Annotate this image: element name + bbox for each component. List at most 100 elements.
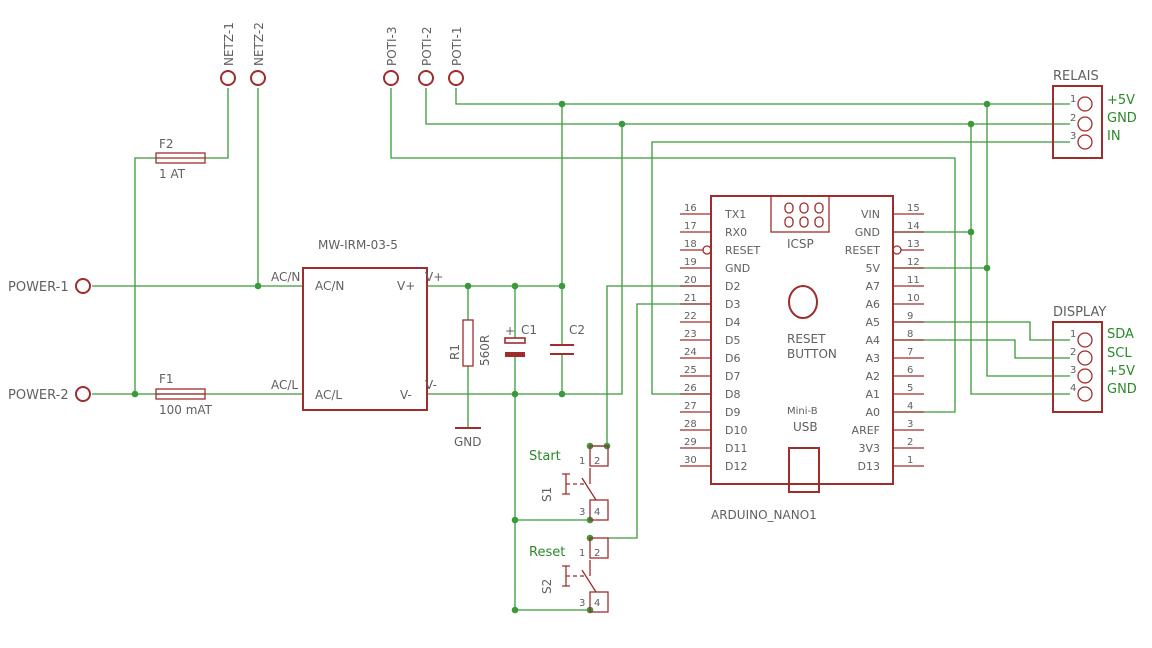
arduino-right-pin-label: A7 [865,280,880,293]
resistor-name: R1 [448,344,462,360]
psu-net-v-plus: V+ [425,270,443,284]
display-label-gnd: GND [1107,382,1137,397]
arduino-left-pin-label: TX1 [724,208,746,221]
arduino-left-pin-number: 30 [684,455,697,466]
power1-label: POWER-1 [8,280,69,295]
poti-connectors: POTI-3 POTI-2 POTI-1 [383,26,464,86]
fuse-f1-value: 100 mAT [159,403,213,417]
psu-pin-v-plus: V+ [397,279,415,293]
arduino-right-pin-label: A5 [865,316,880,329]
arduino-left-pin-label: D3 [725,298,740,311]
arduino-right-pin-number: 6 [907,365,913,376]
arduino-left-pin-number: 20 [684,275,697,286]
s2-pin-3: 3 [579,598,585,609]
s1-label: Start [529,449,561,464]
power2-label: POWER-2 [8,388,69,403]
arduino-left-pin-number: 17 [684,221,697,232]
arduino-right-pin-number: 12 [907,257,920,268]
arduino-right-pin-label: A3 [865,352,880,365]
relais-label-5v: +5V [1107,93,1135,108]
arduino-nano: ICSP RESET BUTTON Mini-B USB ARDUINO_NAN… [680,195,924,522]
arduino-left-pin-number: 26 [684,383,697,394]
arduino-reset-inverter [702,245,712,255]
arduino-right-pin-label: VIN [861,208,880,221]
arduino-left-pin-number: 23 [684,329,697,340]
mains-connectors: NETZ-1 NETZ-2 [220,22,266,86]
arduino-icsp: ICSP [787,237,814,251]
arduino-right-pin-label: 3V3 [858,442,880,455]
cap1-name: C1 [521,323,537,337]
s2-label: Reset [529,545,565,560]
display-label-sda: SDA [1107,327,1134,342]
cap2-name: C2 [569,323,585,337]
fuse-f1: F1 100 mAT [155,372,213,417]
arduino-right-pin-label: RESET [845,244,881,257]
arduino-left-pin-label: D6 [725,352,740,365]
psu-net-v-minus: V- [425,378,437,392]
psu-pin-ac-n: AC/N [315,279,344,293]
arduino-left-pin-label: D9 [725,406,740,419]
arduino-left-pin-label: D2 [725,280,740,293]
s2-pin-1: 1 [579,548,585,559]
arduino-right-pin-label: D13 [858,460,880,473]
s1-pin-4: 4 [594,507,600,518]
fuse-f2: F2 1 AT [155,137,206,181]
arduino-right-pin-number: 4 [907,401,913,412]
arduino-usb-2: USB [793,420,818,434]
poti2-label: POTI-2 [420,26,434,66]
arduino-reset-button-1: RESET [787,332,826,346]
capacitor-c2: C2 [550,323,585,355]
s2-name: S2 [540,579,554,594]
gnd-symbol: GND [454,427,482,449]
arduino-right-pin-number: 1 [907,455,913,466]
display-label-5v: +5V [1107,364,1135,379]
arduino-right-pin-number: 15 [907,203,920,214]
relais-pin-3: 3 [1070,131,1076,142]
relais-label-gnd: GND [1107,111,1137,126]
display-connector: DISPLAY 1 2 3 4 SDA SCL +5V GND [1052,305,1137,413]
arduino-left-pin-label: D11 [725,442,747,455]
s1-name: S1 [540,487,554,502]
arduino-left-pin-number: 27 [684,401,697,412]
arduino-left-pin-label: GND [725,262,750,275]
arduino-right-pins: 15VIN14GND13RESET125V11A710A69A58A47A36A… [845,203,924,473]
display-title: DISPLAY [1053,305,1106,320]
s2-pin-4: 4 [594,598,600,609]
psu-net-ac-l: AC/L [271,378,298,392]
arduino-right-pin-number: 14 [907,221,920,232]
power-connectors: POWER-1 POWER-2 [8,278,91,403]
arduino-right-pin-number: 3 [907,419,913,430]
arduino-left-pin-label: D10 [725,424,747,437]
switch-s1: 1 2 3 4 Start S1 [529,445,609,521]
arduino-left-pin-number: 21 [684,293,697,304]
arduino-left-pin-label: D4 [725,316,740,329]
psu-net-ac-n: AC/N [271,270,300,284]
arduino-right-pin-label: A2 [865,370,880,383]
arduino-left-pin-number: 19 [684,257,697,268]
netz1-label: NETZ-1 [222,22,236,66]
arduino-left-pin-number: 29 [684,437,697,448]
arduino-right-pin-label: A1 [865,388,880,401]
arduino-right-pin-label: GND [855,226,880,239]
arduino-left-pin-number: 22 [684,311,697,322]
psu-module: MW-IRM-03-5 AC/N AC/L V+ V- AC/N AC/L V+… [271,238,443,411]
arduino-right-pin-number: 11 [907,275,920,286]
arduino-left-pin-number: 28 [684,419,697,430]
display-pin-2: 2 [1070,347,1076,358]
arduino-left-pin-number: 24 [684,347,697,358]
display-pin-3: 3 [1070,365,1076,376]
resistor-value: 560R [478,335,492,366]
relais-pin-2: 2 [1070,113,1076,124]
arduino-name: ARDUINO_NANO1 [711,508,817,522]
s1-pin-1: 1 [579,456,585,467]
arduino-left-pin-number: 18 [684,239,697,250]
s1-pin-2: 2 [594,456,600,467]
arduino-usb-1: Mini-B [787,406,818,417]
relais-pin-1: 1 [1070,94,1076,105]
arduino-right-pin-number: 7 [907,347,913,358]
fuse-f2-name: F2 [159,137,174,151]
resistor-r1: R1 560R [448,319,492,367]
display-pin-1: 1 [1070,329,1076,340]
display-pin-4: 4 [1070,383,1076,394]
s2-pin-2: 2 [594,548,600,559]
